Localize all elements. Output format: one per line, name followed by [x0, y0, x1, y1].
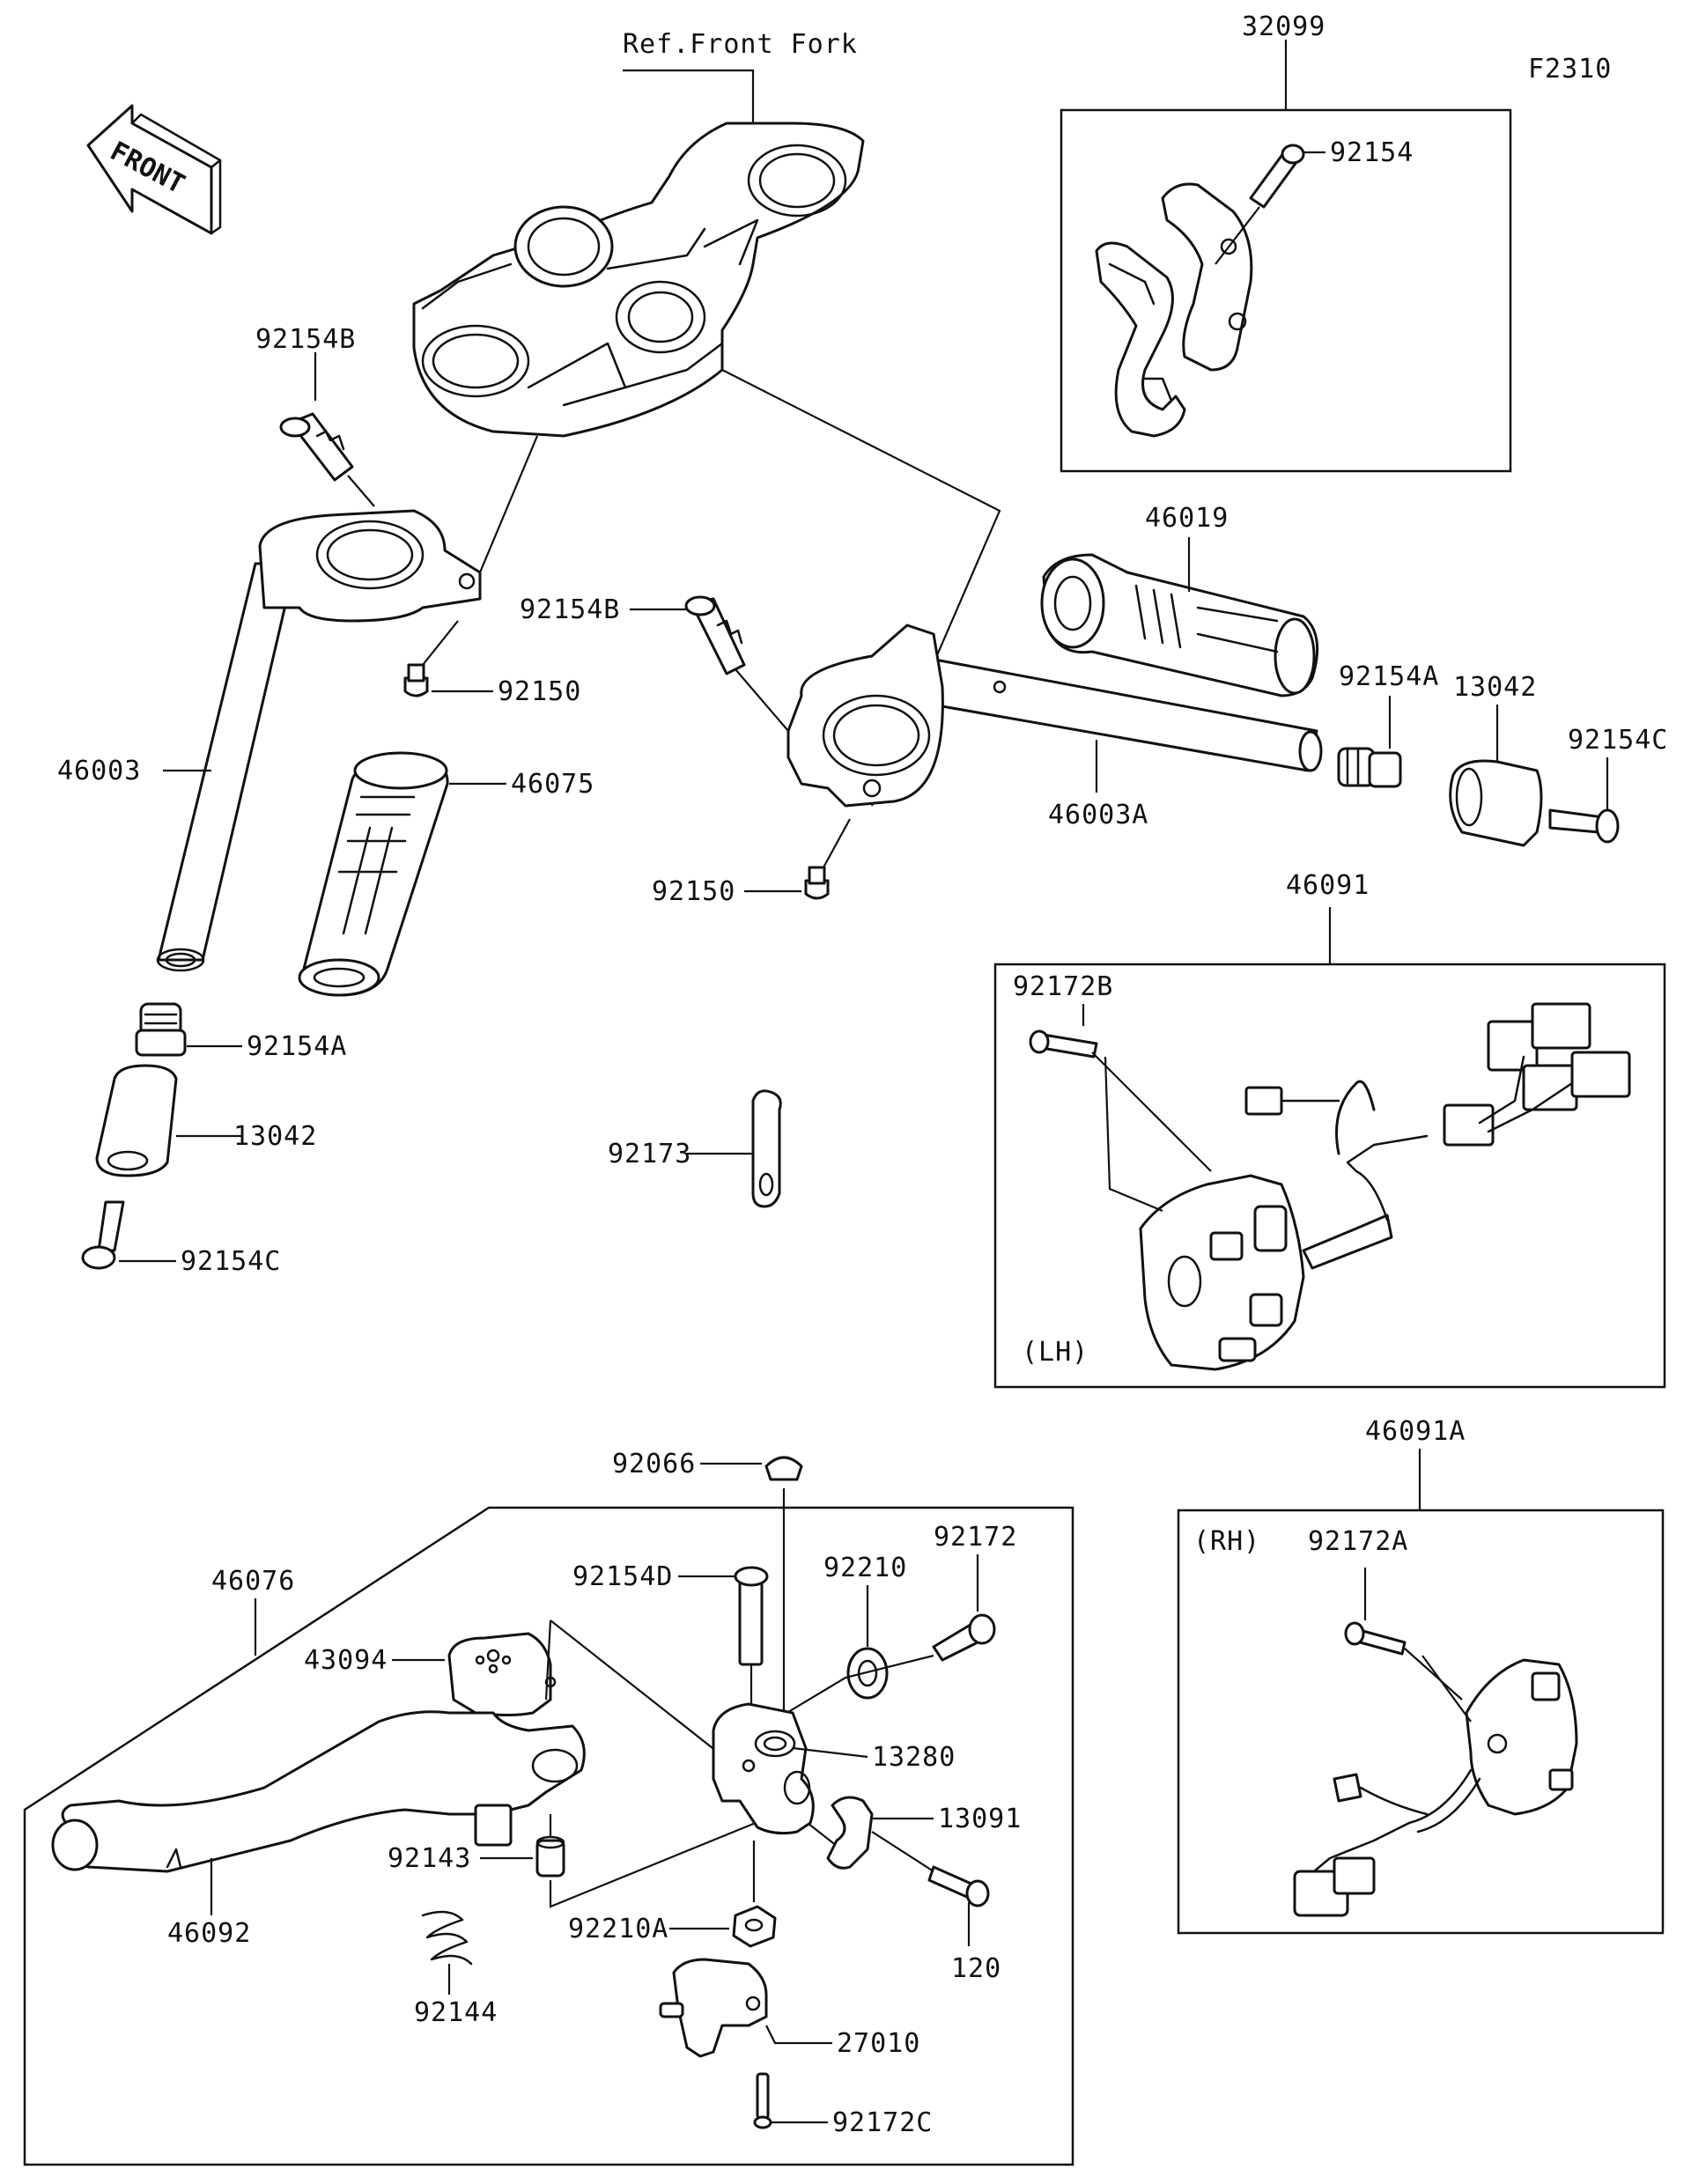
- part-13042-right-label: 13042: [1453, 672, 1537, 703]
- part-92154c-right-label: 92154C: [1568, 725, 1668, 756]
- brake-light-switch-27010: [659, 1958, 768, 2058]
- bar-end-weight-13042-left: [95, 1064, 178, 1177]
- part-92172a-label: 92172A: [1308, 1526, 1408, 1557]
- box-46076-lever-assembly: [23, 1506, 1074, 2166]
- bolt-120: [927, 1865, 990, 1907]
- part-46091-label: 46091: [1286, 870, 1370, 901]
- part-92154a-left-label: 92154A: [247, 1031, 347, 1062]
- bolt-92150-left: [403, 663, 429, 697]
- right-throttle-grip: [1040, 553, 1319, 697]
- lh-box-label: (LH): [1022, 1337, 1089, 1368]
- diagram-code: F2310: [1528, 54, 1612, 85]
- left-handlebar-switch-assembly: [1139, 1002, 1631, 1371]
- part-92150-left-label: 92150: [498, 676, 581, 707]
- part-92143-label: 92143: [388, 1843, 471, 1874]
- part-92154a-right-label: 92154A: [1339, 661, 1439, 692]
- lever-holder-body: [712, 1702, 815, 1835]
- bushing-92143: [535, 1835, 565, 1878]
- part-32099-label: 32099: [1242, 11, 1325, 42]
- right-handlebar-switch-assembly: [1293, 1658, 1578, 1917]
- part-13091-label: 13091: [938, 1804, 1022, 1834]
- part-92154b-left-label: 92154B: [255, 324, 356, 355]
- screw-92172b: [1029, 1029, 1098, 1059]
- part-92172b-label: 92172B: [1013, 971, 1113, 1002]
- nut-92210a: [732, 1905, 777, 1948]
- left-hand-grip: [298, 751, 449, 997]
- adjuster-43094: [447, 1632, 557, 1716]
- part-92066-label: 92066: [612, 1449, 696, 1479]
- bolt-92154d: [734, 1566, 769, 1666]
- spring-92144: [421, 1910, 473, 1966]
- part-46003-label: 46003: [57, 756, 141, 786]
- top-triple-clamp: [412, 122, 865, 438]
- part-92173-label: 92173: [608, 1139, 691, 1169]
- bolt-92154b-left: [279, 412, 354, 482]
- throttle-housing-32099: [1095, 182, 1253, 438]
- bolt-92154b-right: [684, 595, 746, 675]
- box-46091a-rh-switch: [1177, 1509, 1665, 1935]
- part-46019-label: 46019: [1145, 503, 1229, 534]
- washer-92210: [846, 1647, 889, 1700]
- part-43094-label: 43094: [304, 1645, 388, 1676]
- part-13280-label: 13280: [872, 1742, 956, 1773]
- strap-92173: [751, 1089, 782, 1208]
- cap-92066: [764, 1456, 803, 1481]
- screw-92154: [1249, 144, 1305, 209]
- rh-box-label: (RH): [1193, 1526, 1260, 1557]
- part-92154b-right-label: 92154B: [520, 594, 620, 625]
- part-92210-label: 92210: [823, 1553, 907, 1583]
- bolt-92150-right: [804, 866, 830, 900]
- part-92144-label: 92144: [414, 1997, 498, 2028]
- right-clip-on-handlebar: [786, 623, 1323, 808]
- brake-lever-46092: [51, 1710, 586, 1873]
- bar-end-insert-92154a-left: [135, 1002, 187, 1057]
- front-direction-arrow-icon: FRONT: [86, 104, 222, 235]
- reference-label: Ref.Front Fork: [623, 29, 858, 60]
- part-92154-label: 92154: [1330, 137, 1414, 168]
- bolt-92172: [932, 1613, 996, 1662]
- part-92154c-left-label: 92154C: [181, 1246, 281, 1277]
- part-46003a-label: 46003A: [1048, 800, 1148, 830]
- bolt-92154c-left: [81, 1200, 125, 1270]
- part-46092-label: 46092: [167, 1918, 251, 1949]
- part-92210a-label: 92210A: [568, 1914, 668, 1944]
- bar-end-insert-92154a-right: [1337, 747, 1402, 788]
- part-13042-left-label: 13042: [233, 1121, 317, 1152]
- part-46091a-label: 46091A: [1365, 1416, 1466, 1447]
- part-92154d-label: 92154D: [572, 1561, 673, 1592]
- bolt-92154c-right: [1548, 808, 1620, 844]
- part-92172-label: 92172: [934, 1522, 1017, 1553]
- clamp-13091: [826, 1796, 874, 1870]
- screw-92172a: [1344, 1621, 1407, 1656]
- screw-92172c: [753, 2072, 772, 2129]
- bar-end-weight-13042-right: [1449, 759, 1543, 847]
- part-27010-label: 27010: [837, 2028, 920, 2059]
- part-46075-label: 46075: [511, 769, 594, 800]
- part-92150-right-label: 92150: [652, 876, 735, 907]
- left-clip-on-handlebar: [156, 509, 482, 972]
- part-46076-label: 46076: [211, 1566, 295, 1597]
- part-120-label: 120: [951, 1953, 1001, 1984]
- part-92172c-label: 92172C: [832, 2107, 933, 2138]
